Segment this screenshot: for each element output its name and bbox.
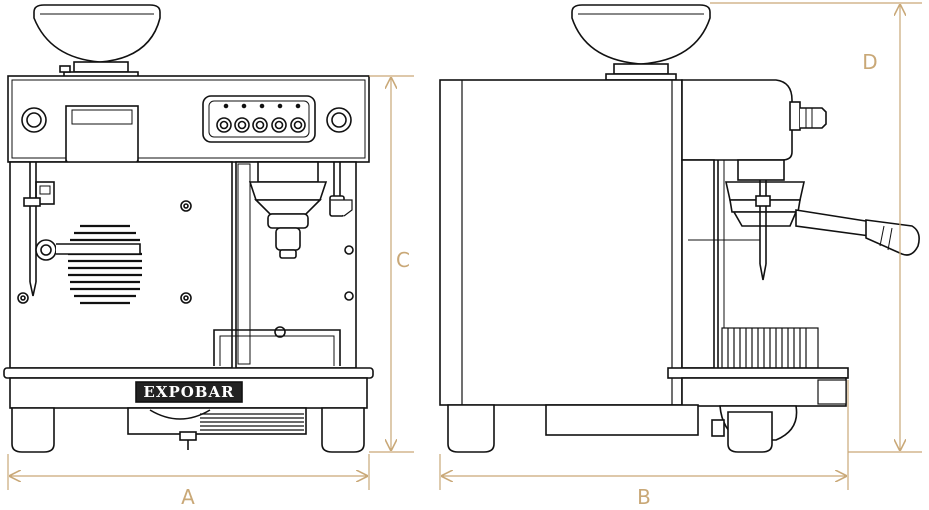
control-buttons — [216, 103, 306, 133]
front-lower-body — [9, 161, 357, 369]
side-view — [439, 4, 920, 453]
cup-rail — [213, 329, 341, 366]
side-grinder-hopper — [571, 4, 711, 81]
front-base: EXPOBAR — [3, 367, 374, 453]
dimension-a-label: A — [181, 485, 195, 509]
front-foot-right — [321, 407, 365, 453]
dimension-d-label: D — [862, 50, 877, 74]
front-view: EXPOBAR — [3, 4, 374, 453]
portafilter-handle — [795, 209, 873, 237]
front-group-head — [248, 161, 353, 259]
side-body — [439, 79, 920, 453]
front-foot-left — [11, 407, 55, 453]
side-foot-right — [727, 411, 773, 453]
dimension-c-label: C — [396, 248, 410, 272]
dimension-lines — [7, 2, 922, 490]
side-cup-rack — [721, 327, 819, 369]
dimension-labels: A B C D — [181, 50, 878, 509]
dimension-b-label: B — [637, 485, 651, 509]
front-grinder-hopper — [33, 4, 161, 79]
logo-plate — [135, 381, 243, 403]
front-steam-wand — [23, 162, 141, 297]
side-foot-left — [447, 404, 495, 453]
brand-logo: EXPOBAR — [143, 383, 234, 401]
